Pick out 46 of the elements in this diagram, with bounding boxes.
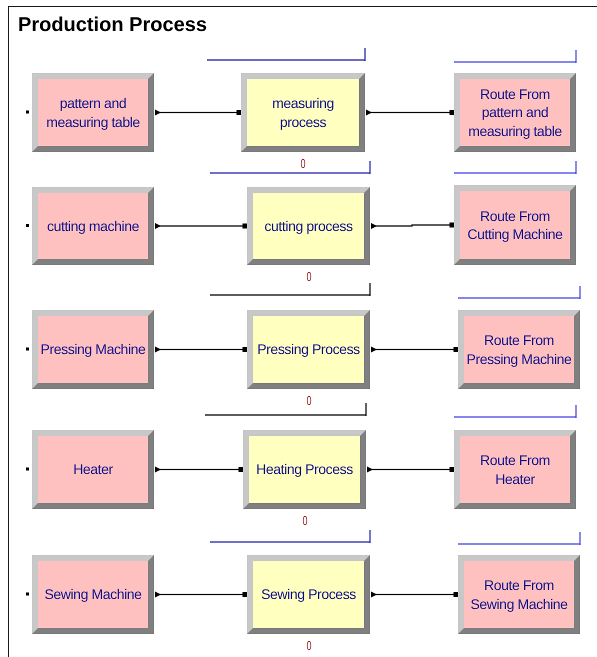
module-label: Heater [72,460,114,479]
module-label: Route From Pressing Machine [466,331,572,368]
module-box [32,187,154,265]
diagram-title: Production Process [18,14,207,37]
module-box [454,73,576,152]
module-box [458,310,580,389]
counter-value: 0 [304,269,312,284]
module-box [454,430,576,509]
module-label: measuring process [271,94,335,131]
process-box [247,310,370,389]
module-box [458,555,580,634]
module-label: cutting machine [46,216,140,236]
module-box [32,430,154,509]
module-box [32,310,154,389]
module-label: Sewing Machine [43,585,143,604]
module-label: Sewing Process [260,585,357,604]
connector [371,222,454,229]
module-label: Heating Process [255,460,354,479]
process-box [247,187,370,265]
module-label: cutting process [263,216,354,236]
process-box [243,430,366,509]
module-label: Route From pattern and measuring table [467,85,563,140]
connector [367,466,454,472]
process-box [247,555,370,634]
counter-value: 0 [299,156,307,171]
module-label: Route From Heater [479,451,551,488]
module-box [454,185,576,265]
process-box [241,73,365,152]
connector [371,592,458,598]
module-label: Route From Sewing Machine [469,576,569,613]
connector [155,223,248,229]
connector [371,346,458,352]
module-label: Pressing Machine [40,340,146,359]
counter-value: 0 [304,393,312,408]
connector [155,110,242,116]
module-label: Pressing Process [256,340,361,359]
module-box [32,73,154,152]
connector [155,466,244,472]
module-label: pattern and measuring table [45,94,141,131]
counter-value: 0 [304,638,312,653]
module-label: Route From Cutting Machine [466,206,564,244]
counter-value: 0 [300,513,308,528]
module-box [32,555,154,634]
connector [155,346,248,352]
connector [366,110,454,116]
connector [155,592,248,598]
